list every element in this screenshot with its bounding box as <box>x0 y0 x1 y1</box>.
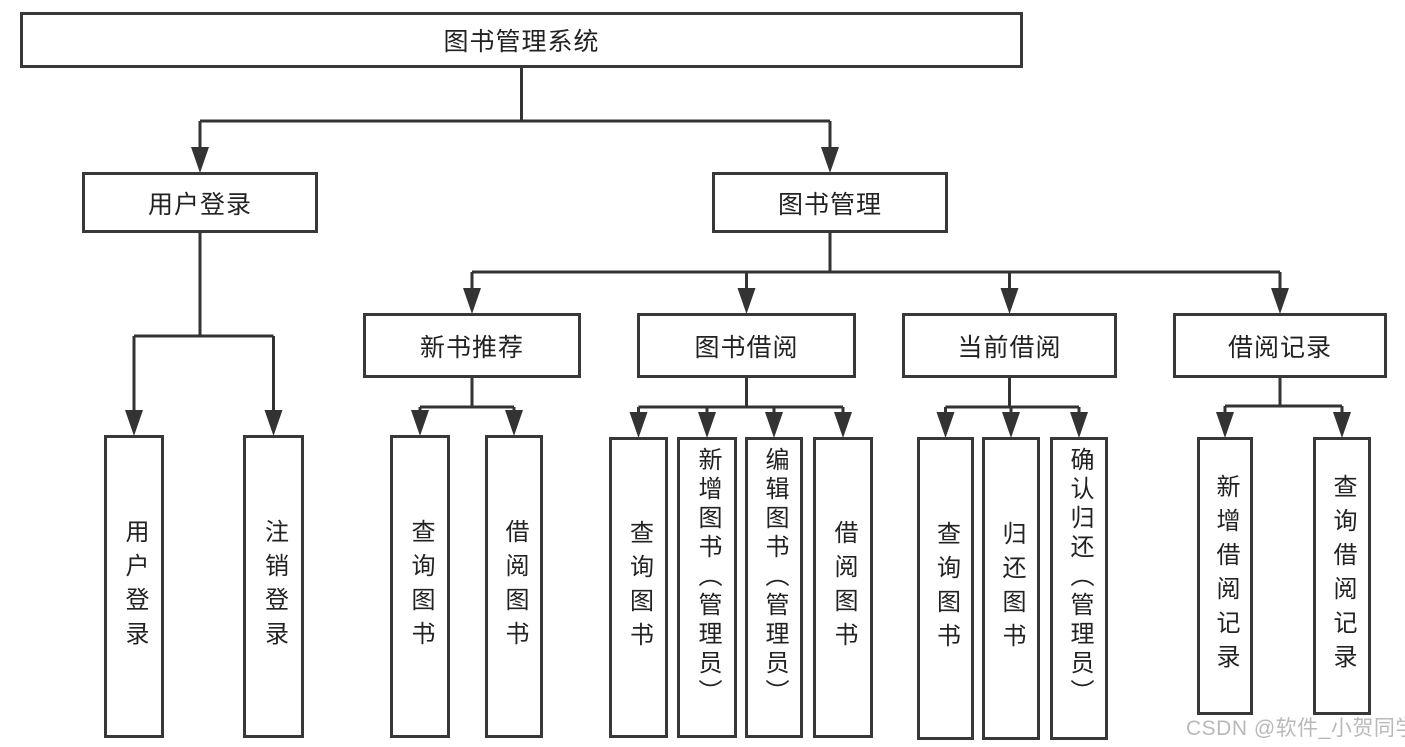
node-label-library-management-system: 图书管理系统 <box>443 28 600 56</box>
node-user-login: 用户登录 <box>82 172 318 233</box>
node-return-books: 归还图书 <box>982 437 1040 740</box>
node-label-confirm-return-admin: 确认归还（管理员） <box>1066 447 1093 708</box>
watermark-text: CSDN @软件_小贺同学 <box>1186 717 1405 740</box>
node-label-user-login: 用户登录 <box>147 190 252 219</box>
node-label-book-management: 图书管理 <box>777 190 882 219</box>
node-label-logout-action: 注销登录 <box>260 518 288 655</box>
node-confirm-return-admin: 确认归还（管理员） <box>1050 437 1108 740</box>
node-label-current-borrowing: 当前借阅 <box>957 333 1062 362</box>
node-label-add-book-admin: 新增图书（管理员） <box>694 447 721 708</box>
node-label-new-book-recommendation: 新书推荐 <box>419 333 524 362</box>
node-label-edit-book-admin: 编辑图书（管理员） <box>761 447 788 708</box>
node-borrow-books-borrow: 借阅图书 <box>813 437 873 738</box>
node-label-borrow-books-rec: 借阅图书 <box>501 518 528 655</box>
node-label-query-books-borrow: 查询图书 <box>625 519 653 656</box>
node-add-borrow-record: 新增借阅记录 <box>1197 437 1253 715</box>
node-borrowing-records: 借阅记录 <box>1173 313 1387 378</box>
node-book-management: 图书管理 <box>712 172 948 233</box>
node-label-user-login-action: 用户登录 <box>121 518 148 655</box>
node-query-books-current: 查询图书 <box>917 437 974 740</box>
node-label-borrowing-records: 借阅记录 <box>1227 333 1332 362</box>
node-query-books-rec: 查询图书 <box>390 435 450 738</box>
node-label-query-borrow-record: 查询借阅记录 <box>1329 474 1356 678</box>
node-query-books-borrow: 查询图书 <box>609 437 668 738</box>
node-label-query-books-current: 查询图书 <box>932 520 960 657</box>
node-label-borrow-books-borrow: 借阅图书 <box>830 519 857 656</box>
node-add-book-admin: 新增图书（管理员） <box>677 437 737 738</box>
node-edit-book-admin: 编辑图书（管理员） <box>745 437 803 738</box>
node-book-borrowing: 图书借阅 <box>637 313 856 378</box>
node-library-management-system: 图书管理系统 <box>20 12 1023 68</box>
node-current-borrowing: 当前借阅 <box>902 313 1117 378</box>
node-new-book-recommendation: 新书推荐 <box>363 313 581 378</box>
node-logout-action: 注销登录 <box>243 435 304 738</box>
node-label-book-borrowing: 图书借阅 <box>694 333 799 362</box>
node-query-borrow-record: 查询借阅记录 <box>1313 437 1371 715</box>
node-label-add-borrow-record: 新增借阅记录 <box>1212 474 1239 678</box>
node-label-return-books: 归还图书 <box>998 520 1025 657</box>
node-label-query-books-rec: 查询图书 <box>407 518 434 655</box>
node-user-login-action: 用户登录 <box>104 435 164 738</box>
node-borrow-books-rec: 借阅图书 <box>485 435 543 738</box>
